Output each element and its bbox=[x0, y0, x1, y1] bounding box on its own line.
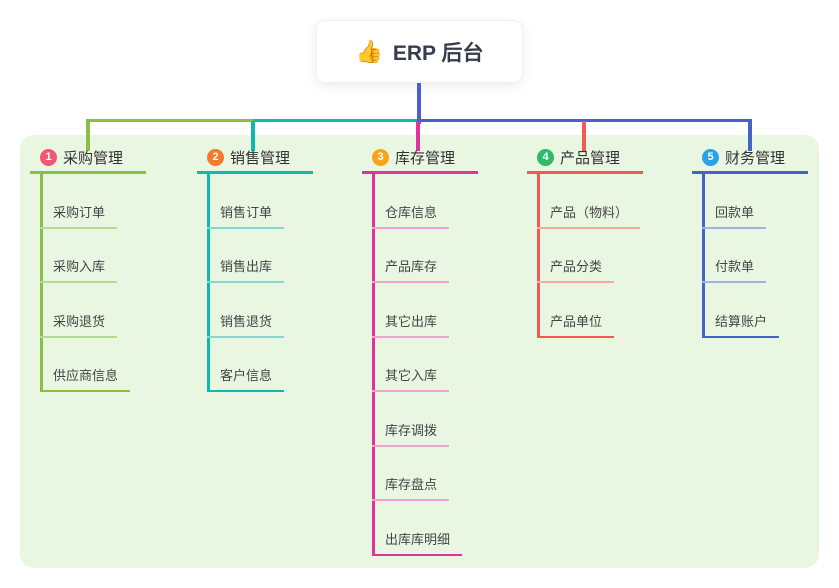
branch-label: 产品管理 bbox=[560, 150, 621, 167]
child-node[interactable]: 仓库信息 bbox=[372, 174, 450, 229]
child-label: 产品库存 bbox=[385, 259, 438, 274]
child-label: 产品单位 bbox=[550, 313, 603, 329]
child-label: 出库库明细 bbox=[385, 531, 451, 547]
drop-connector-inventory bbox=[416, 121, 420, 151]
branch-node-inventory[interactable]: 3 库存管理 bbox=[362, 147, 478, 174]
child-label: 采购订单 bbox=[53, 204, 106, 220]
branch-number-badge: 4 bbox=[537, 149, 554, 166]
child-node[interactable]: 产品库存 bbox=[372, 229, 450, 283]
child-node[interactable]: 库存盘点 bbox=[372, 447, 450, 501]
child-node[interactable]: 销售订单 bbox=[207, 174, 285, 229]
child-label: 付款单 bbox=[715, 259, 755, 274]
child-node[interactable]: 出库库明细 bbox=[372, 501, 463, 556]
drop-connector-product bbox=[582, 121, 586, 151]
branch-trunk-line bbox=[372, 174, 375, 556]
branch-node-purchase[interactable]: 1 采购管理 bbox=[30, 147, 146, 174]
bus-segment-finance bbox=[417, 119, 752, 122]
branch-label: 采购管理 bbox=[63, 150, 124, 167]
child-node[interactable]: 产品（物料） bbox=[537, 174, 641, 229]
branch-label: 销售管理 bbox=[230, 150, 291, 167]
drop-connector-finance bbox=[748, 121, 752, 151]
child-label: 结算账户 bbox=[715, 313, 768, 329]
branch-number-badge: 3 bbox=[372, 149, 389, 166]
branches-panel bbox=[20, 135, 819, 568]
child-label: 采购退货 bbox=[53, 313, 106, 329]
child-node[interactable]: 供应商信息 bbox=[40, 338, 131, 392]
child-node[interactable]: 其它出库 bbox=[372, 283, 450, 338]
child-label: 销售退货 bbox=[220, 313, 273, 329]
branch-column-product: 4 产品管理 产品（物料） 产品分类 产品单位 bbox=[527, 147, 643, 338]
child-node[interactable]: 客户信息 bbox=[207, 338, 285, 392]
child-label: 客户信息 bbox=[220, 368, 273, 383]
bus-segment-sales bbox=[253, 119, 417, 122]
drop-connector-sales bbox=[251, 121, 255, 151]
child-node[interactable]: 销售退货 bbox=[207, 283, 285, 338]
child-label: 其它出库 bbox=[385, 313, 438, 329]
root-connector-line bbox=[417, 83, 421, 124]
branch-label: 财务管理 bbox=[725, 150, 786, 167]
branch-trunk-line bbox=[702, 174, 705, 338]
child-label: 产品分类 bbox=[550, 259, 603, 274]
child-node[interactable]: 结算账户 bbox=[702, 283, 780, 338]
child-label: 其它入库 bbox=[385, 368, 438, 383]
branch-node-product[interactable]: 4 产品管理 bbox=[527, 147, 643, 174]
child-node[interactable]: 采购退货 bbox=[40, 283, 118, 338]
branch-number-badge: 2 bbox=[207, 149, 224, 166]
root-node[interactable]: 👍 ERP 后台 bbox=[316, 20, 523, 83]
child-node[interactable]: 采购入库 bbox=[40, 229, 118, 283]
child-label: 库存盘点 bbox=[385, 477, 438, 492]
child-label: 销售出库 bbox=[220, 259, 273, 274]
child-label: 库存调拨 bbox=[385, 422, 438, 438]
child-node[interactable]: 回款单 bbox=[702, 174, 767, 229]
child-node[interactable]: 库存调拨 bbox=[372, 392, 450, 447]
child-label: 销售订单 bbox=[220, 204, 273, 220]
branch-column-purchase: 1 采购管理 采购订单 采购入库 采购退货 供应商信息 bbox=[30, 147, 146, 392]
branch-column-sales: 2 销售管理 销售订单 销售出库 销售退货 客户信息 bbox=[197, 147, 313, 392]
branch-column-inventory: 3 库存管理 仓库信息 产品库存 其它出库 其它入库 库存调拨 库存盘点 出库库… bbox=[362, 147, 478, 556]
child-node[interactable]: 其它入库 bbox=[372, 338, 450, 392]
drop-connector-purchase bbox=[86, 121, 90, 151]
root-node-label: ERP 后台 bbox=[392, 41, 484, 65]
branch-trunk-line bbox=[207, 174, 210, 392]
child-label: 供应商信息 bbox=[53, 368, 119, 383]
branch-node-finance[interactable]: 5 财务管理 bbox=[692, 147, 808, 174]
thumbs-up-icon: 👍 bbox=[355, 38, 383, 64]
child-label: 采购入库 bbox=[53, 259, 106, 274]
branch-column-finance: 5 财务管理 回款单 付款单 结算账户 bbox=[692, 147, 808, 338]
child-node[interactable]: 产品单位 bbox=[537, 283, 615, 338]
child-label: 产品（物料） bbox=[550, 204, 629, 220]
branch-label: 库存管理 bbox=[395, 150, 456, 167]
branch-number-badge: 5 bbox=[702, 149, 719, 166]
child-node[interactable]: 付款单 bbox=[702, 229, 767, 283]
branch-trunk-line bbox=[40, 174, 43, 392]
branch-trunk-line bbox=[537, 174, 540, 338]
child-node[interactable]: 产品分类 bbox=[537, 229, 615, 283]
child-label: 仓库信息 bbox=[385, 204, 438, 220]
child-node[interactable]: 采购订单 bbox=[40, 174, 118, 229]
child-node[interactable]: 销售出库 bbox=[207, 229, 285, 283]
bus-segment-purchase bbox=[86, 119, 253, 122]
child-label: 回款单 bbox=[715, 204, 755, 220]
branch-number-badge: 1 bbox=[40, 149, 57, 166]
branch-node-sales[interactable]: 2 销售管理 bbox=[197, 147, 313, 174]
